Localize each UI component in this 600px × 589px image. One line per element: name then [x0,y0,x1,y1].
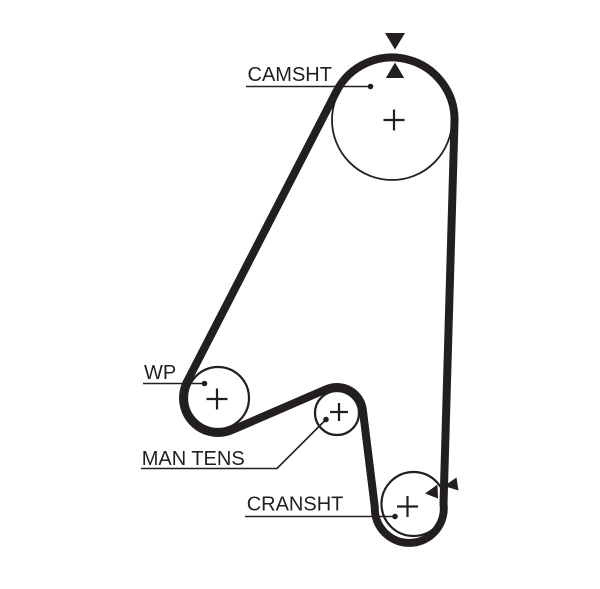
timing-belt [179,53,459,547]
camshaft-center-mark [383,109,405,131]
crankshaft-inner-arrow-icon [425,484,438,499]
tensioner-leader-dot [323,416,329,423]
tensioner-leader-line [141,418,327,470]
water-pump-label: WP [144,362,176,384]
camshaft-outer-arrow-icon [385,33,405,50]
camshaft-label: CAMSHT [248,64,332,86]
camshaft-inner-arrow-icon [385,62,405,78]
water-pump-center-mark [206,388,228,410]
crankshaft-leader-dot [392,513,398,520]
tensioner-center-mark [330,403,348,421]
crankshaft-label: CRANSHT [247,494,344,516]
crankshaft-center-mark [397,496,418,517]
water-pump-leader-dot [201,380,208,387]
camshaft-leader-dot [367,83,374,90]
crankshaft-outer-arrow-icon [444,477,459,491]
tensioner-label: MAN TENS [142,448,245,470]
